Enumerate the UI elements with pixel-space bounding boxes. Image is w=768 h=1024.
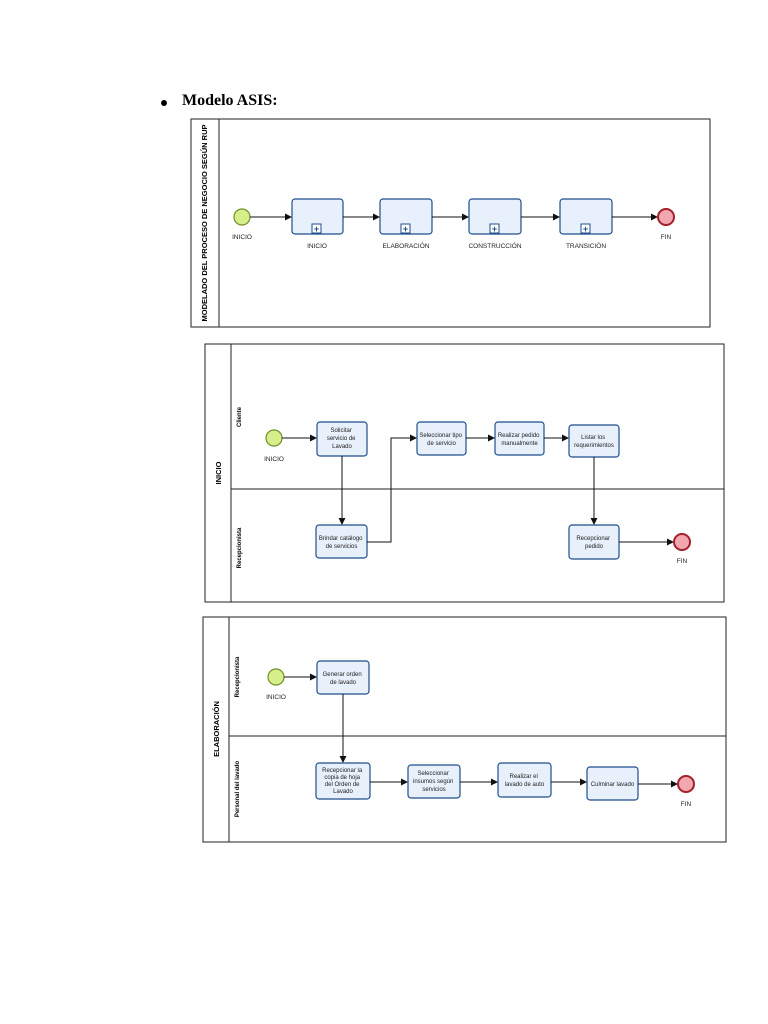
task-recepcionar-pedido[interactable]: Recepcionar pedido [568,524,620,560]
pool-title: INICIO [214,461,223,484]
phase-elaboracion[interactable]: + [379,198,433,235]
top-end-label: FIN [661,234,672,241]
task-listar-requerimientos[interactable]: Listar los requerimientos [568,424,620,458]
subprocess-plus-icon [489,223,500,234]
phase-construccion[interactable]: + [468,198,522,235]
svg-text:Seleccionar tipo de serv: Seleccionar tipo de servicio [419,433,463,447]
inicio-end-event[interactable] [673,533,691,551]
top-start-event[interactable] [233,208,251,226]
svg-text:Solicitar servicio de: Solicitar servicio de Lavado [327,428,357,450]
lane-cliente-label: Cliente [237,406,243,427]
phase-inicio-label: INICIO [307,243,327,250]
svg-text:Brindar catálogo de serv: Brindar catálogo de servicios [319,536,364,550]
svg-text:+: + [403,224,408,234]
pool-title: ELABORACIÓN [212,701,221,757]
svg-text:Seleccionar insumos segú: Seleccionar insumos según servicios [413,771,455,793]
task-culminar-lavado[interactable]: Culminar lavado [586,766,639,801]
task-recepcionar-copia[interactable]: Recepcionar la copia de hoja del Orden d… [315,762,371,800]
phase-transicion-label: TRANSICIÓN [566,241,606,250]
svg-text:Realizar pedido manualme: Realizar pedido manualmente [498,433,541,447]
lane-personal-lavado-label: Personal del lavado [235,760,241,817]
rup-process-pool: MODELADO DEL PROCESO DE NEGOCIO SEGÚN RU… [190,118,711,328]
elaboracion-start-event[interactable] [267,668,285,686]
top-start-label: INICIO [232,234,252,241]
inicio-start-label: INICIO [264,456,284,463]
task-seleccionar-insumos[interactable]: Seleccionar insumos según servicios [407,764,461,799]
task-realizar-lavado[interactable]: Realizar el lavado de auto [497,762,552,798]
phase-construccion-label: CONSTRUCCIÓN [468,241,521,250]
svg-text:+: + [492,224,497,234]
task-seleccionar-tipo[interactable]: Seleccionar tipo de servicio [416,421,467,456]
inicio-end-label: FIN [677,558,688,565]
task-realizar-pedido[interactable]: Realizar pedido manualmente [494,421,545,456]
inicio-pool: INICIO Cliente Recepcionista [204,343,725,603]
top-end-event[interactable] [657,208,675,226]
svg-text:Generar orden de lavado: Generar orden de lavado [323,672,364,686]
svg-text:Realizar el lavado de au: Realizar el lavado de auto [505,774,545,788]
subprocess-plus-icon [311,223,322,234]
bullet-icon [161,100,167,106]
task-solicitar-servicio[interactable]: Solicitar servicio de Lavado [316,421,368,457]
task-brindar-catalogo[interactable]: Brindar catálogo de servicios [315,524,368,559]
task-generar-orden[interactable]: Generar orden de lavado [316,660,370,695]
inicio-start-event[interactable] [265,429,283,447]
svg-text:Recepcionar la copia de: Recepcionar la copia de hoja del Orden d… [322,768,364,795]
elaboracion-pool: ELABORACIÓN Recepcionista Personal del l… [202,616,727,843]
pool-title: MODELADO DEL PROCESO DE NEGOCIO SEGÚN RU… [200,125,209,322]
svg-text:Listar los requerimiento: Listar los requerimientos [574,435,614,449]
phase-inicio[interactable]: + [291,198,344,235]
phase-transicion[interactable]: + [559,198,613,235]
svg-text:Culminar lavado: Culminar lavado [591,782,635,788]
section-heading: Modelo ASIS: [182,92,278,109]
svg-text:Recepcionar pedido: Recepcionar pedido [576,536,611,550]
subprocess-plus-icon [580,223,591,234]
phase-elaboracion-label: ELABORACIÓN [383,241,430,250]
svg-text:+: + [583,224,588,234]
elaboracion-end-label: FIN [681,801,692,808]
lane-recepcionista-label: Recepcionista [237,527,243,568]
subprocess-plus-icon [400,223,411,234]
elaboracion-end-event[interactable] [677,775,695,793]
lane-recepcionista-label: Recepcionista [235,656,241,697]
svg-text:+: + [314,224,319,234]
elaboracion-start-label: INICIO [266,694,286,701]
